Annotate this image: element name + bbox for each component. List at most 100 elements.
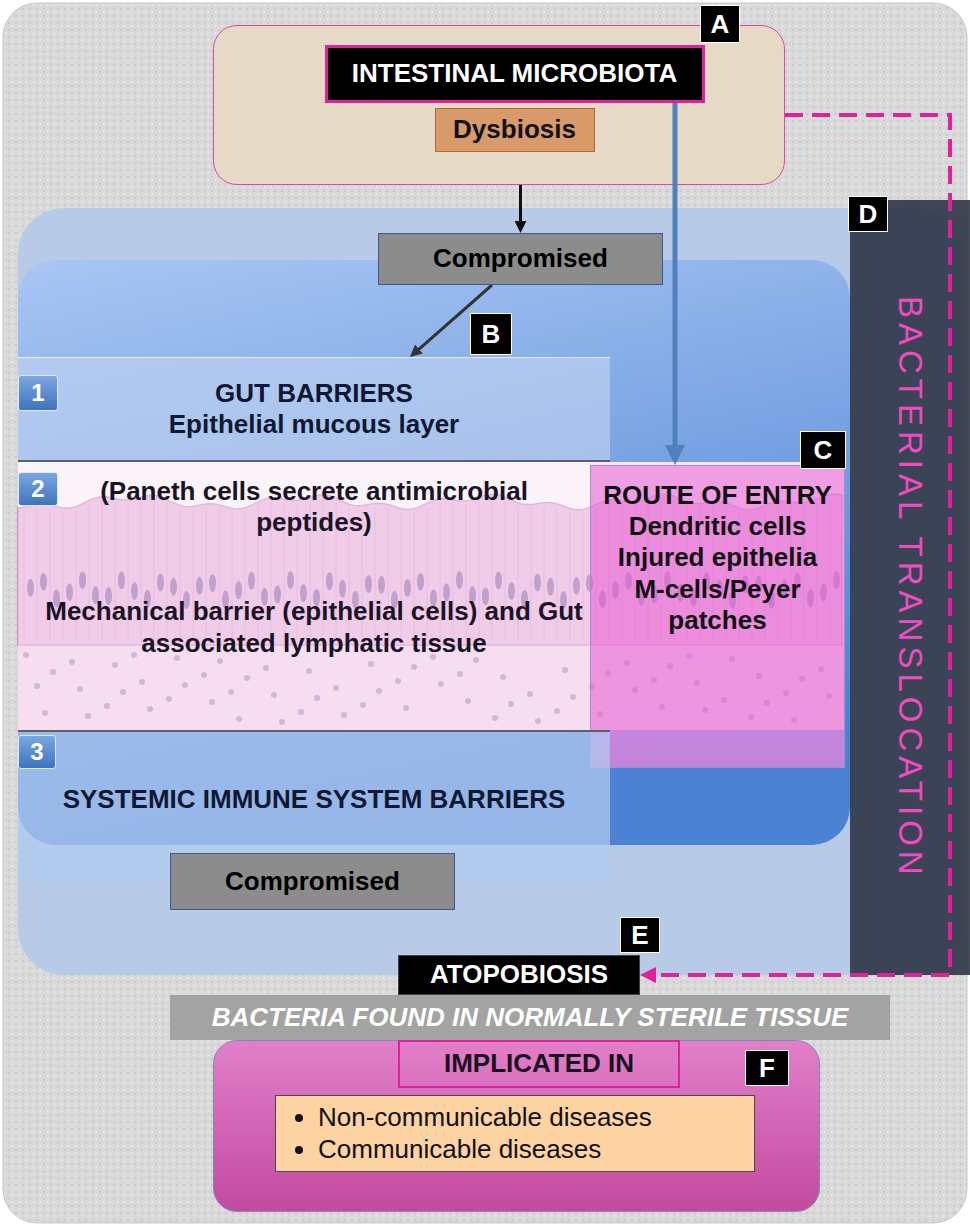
stromal-nucleus	[721, 697, 727, 703]
node-text: Compromised	[225, 866, 400, 897]
callout-letter: E	[620, 917, 660, 953]
callout-number: 1	[18, 375, 58, 411]
cell-border	[622, 505, 623, 640]
cell-nucleus	[638, 588, 645, 606]
callout-letter: C	[800, 431, 846, 469]
stromal-nucleus	[589, 684, 595, 690]
stromal-nucleus	[756, 673, 762, 679]
node-text: Dysbiosis	[453, 114, 576, 145]
stromal-nucleus	[818, 666, 824, 672]
callout-text: B	[482, 321, 501, 347]
stromal-nucleus	[799, 676, 805, 682]
cell-nucleus	[612, 581, 619, 599]
callout-text: 2	[31, 477, 44, 501]
node-text: ROUTE OF ENTRY	[603, 480, 832, 511]
node-text: INTESTINAL MICROBIOTA	[352, 58, 677, 89]
node-text: Compromised	[433, 243, 608, 274]
callout-number: 3	[18, 735, 56, 769]
list-item: Non-communicable diseases	[318, 1102, 652, 1133]
source-panel: INTESTINAL MICROBIOTA Dysbiosis	[213, 25, 785, 185]
cell-border	[609, 504, 610, 640]
callout-text: F	[759, 1055, 775, 1081]
cell-border	[804, 507, 805, 640]
histology-image	[18, 462, 845, 730]
callout-text: E	[631, 922, 648, 948]
stromal-nucleus	[783, 690, 789, 696]
cell-border	[739, 512, 740, 640]
cell-nucleus	[833, 571, 840, 589]
stromal-nucleus	[694, 680, 700, 686]
cell-nucleus	[625, 572, 632, 590]
entry-box: ROUTE OF ENTRYDendritic cellsInjured epi…	[590, 465, 845, 768]
stromal-nucleus	[686, 653, 692, 659]
stromal-nucleus	[632, 687, 638, 693]
vertical-title: BACTERIAL TRANSLOCATION	[890, 296, 930, 880]
list-box: Non-communicable diseasesCommunicable di…	[275, 1095, 755, 1172]
stromal-nucleus	[764, 700, 770, 706]
cell-border	[713, 506, 714, 640]
lumen	[18, 462, 845, 730]
title-box: INTESTINAL MICROBIOTA	[325, 45, 705, 103]
connector-arrow	[648, 115, 950, 975]
stromal-nucleus	[605, 670, 611, 676]
callout-text: C	[814, 437, 833, 463]
cell-border	[778, 505, 779, 640]
cell-border	[700, 507, 701, 640]
node-text: ATOPOBIOSIS	[430, 959, 608, 990]
cell-border	[752, 514, 753, 640]
node-text: M-cells/Peyer patches	[601, 574, 834, 636]
connector-arrow	[519, 185, 522, 227]
cell-nucleus	[742, 575, 749, 593]
cell-border	[791, 506, 792, 640]
cell-border	[674, 500, 675, 640]
cell-border	[817, 503, 818, 640]
list-item: Communicable diseases	[318, 1134, 652, 1165]
cell-nucleus	[807, 589, 814, 607]
cell-nucleus	[651, 585, 658, 603]
cell-border	[830, 498, 831, 640]
stromal-nucleus	[659, 704, 665, 710]
cell-border	[687, 506, 688, 640]
barrier-band: (Paneth cells secrete antimicrobial pept…	[18, 462, 610, 730]
node-text: Epithelial mucous layer	[169, 409, 459, 440]
stromal-nucleus	[791, 717, 797, 723]
callout-letter: B	[470, 313, 512, 355]
cell-border	[648, 502, 649, 640]
callout-letter: F	[745, 1050, 789, 1086]
node-text: Dendritic cells	[629, 511, 807, 542]
cell-nucleus	[716, 580, 723, 598]
callout-text: 3	[30, 740, 43, 764]
node-text: Injured epithelia	[618, 542, 817, 573]
callout-text: 1	[31, 381, 44, 405]
cell-nucleus	[664, 571, 671, 589]
node-text: GUT BARRIERS	[215, 378, 413, 409]
stromal-nucleus	[702, 707, 708, 713]
cell-border	[661, 498, 662, 640]
inner-panel	[18, 260, 850, 845]
cell-nucleus	[768, 591, 775, 609]
cell-nucleus	[703, 572, 710, 590]
node-text: BACTERIA FOUND IN NORMALLY STERILE TISSU…	[212, 1002, 849, 1033]
node-text: (Paneth cells secrete antimicrobial pept…	[42, 476, 586, 538]
cell-border	[765, 510, 766, 640]
callout-number: 2	[18, 472, 58, 506]
node-text: Mechanical barrier (epithelial cells) an…	[42, 596, 586, 658]
stromal-nucleus	[667, 663, 673, 669]
cell-nucleus	[781, 579, 788, 597]
stromal-nucleus	[729, 656, 735, 662]
bullet-list: Non-communicable diseasesCommunicable di…	[288, 1102, 652, 1164]
cell-nucleus	[677, 584, 684, 602]
cell-nucleus	[690, 589, 697, 607]
stromal-nucleus	[624, 660, 630, 666]
status-box: Compromised	[170, 853, 455, 910]
stromal-nucleus	[826, 693, 832, 699]
implication-panel: IMPLICATED IN Non-communicable diseasesCo…	[213, 1040, 820, 1212]
cell-border	[726, 507, 727, 640]
stromal-nucleus	[597, 711, 603, 717]
callout-text: A	[711, 11, 730, 37]
callout-text: D	[859, 201, 878, 227]
connector-arrow	[673, 103, 678, 456]
callout-letter: D	[848, 196, 888, 232]
outcome-box: ATOPOBIOSIS	[398, 955, 640, 995]
node-text: IMPLICATED IN	[444, 1048, 634, 1079]
